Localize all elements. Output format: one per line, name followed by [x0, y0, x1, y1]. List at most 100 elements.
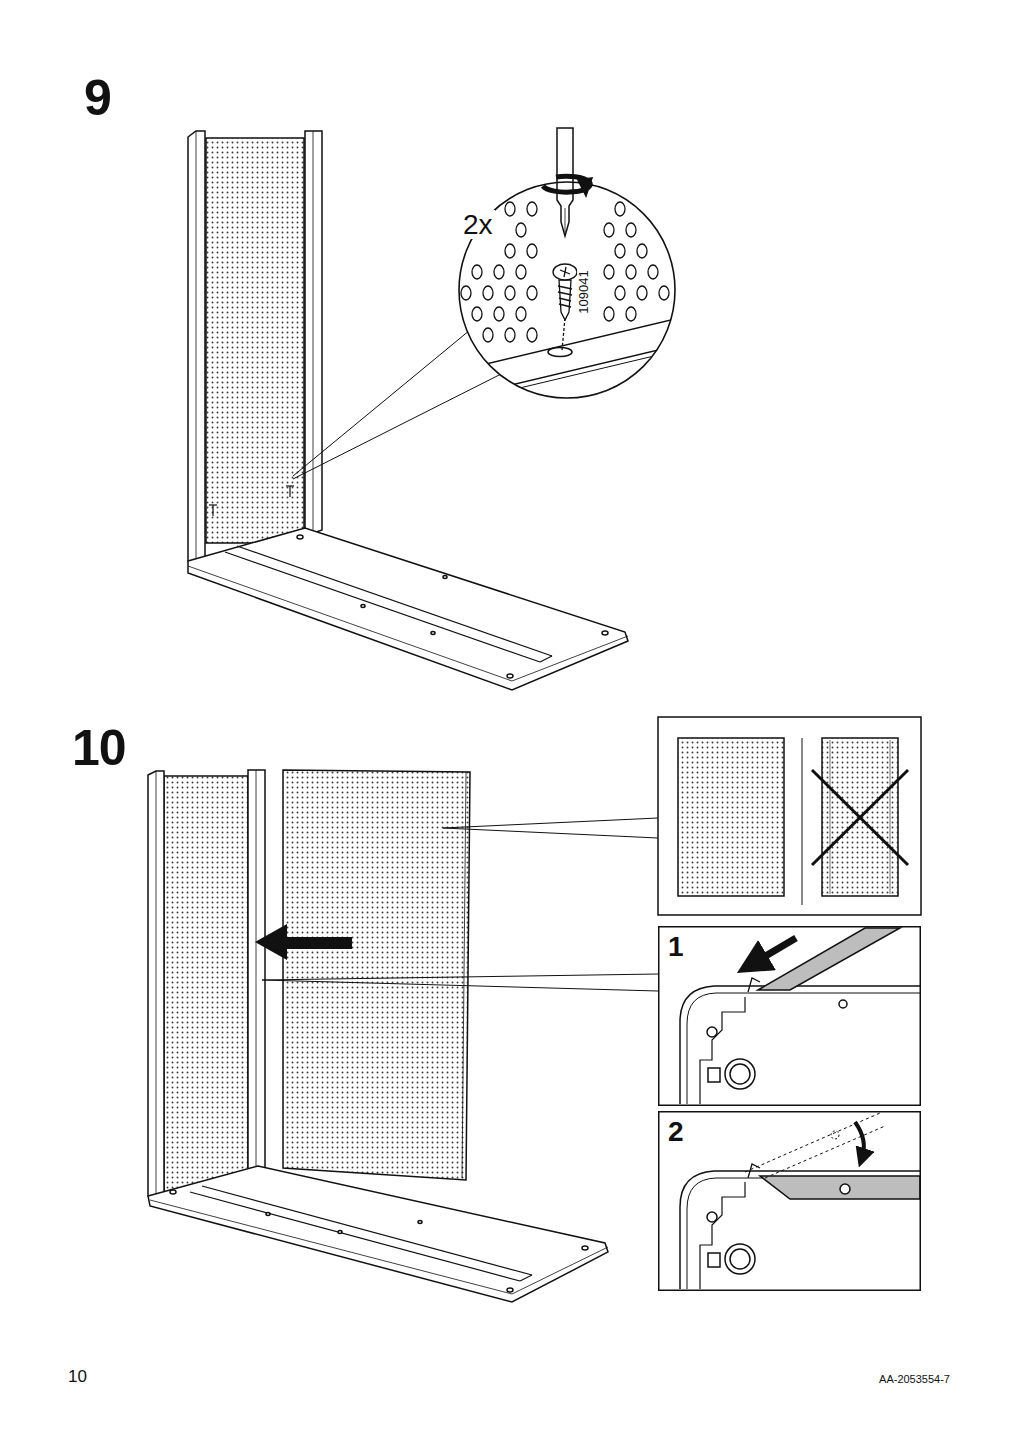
profile-detail [700, 1182, 745, 1289]
base-plate [540, 656, 552, 662]
base-plate [237, 546, 552, 656]
base-plate [338, 1231, 342, 1234]
profile-detail [680, 1171, 920, 1289]
back-panel [206, 138, 304, 543]
base-plate [297, 535, 303, 539]
substep-number: 1 [666, 932, 686, 961]
back-panel [248, 770, 265, 1173]
profile-detail [680, 986, 920, 1104]
back-panel [313, 131, 314, 533]
perforation-hole [648, 265, 658, 279]
back-panel [196, 131, 197, 566]
side-panel [283, 770, 470, 1180]
perforation-hole [637, 244, 647, 258]
base-plate [266, 1213, 270, 1216]
screw-marker [209, 486, 294, 516]
base-plate [520, 1275, 532, 1281]
substep-number: 2 [666, 1117, 686, 1146]
panel-frame [659, 927, 921, 1106]
base-plate [602, 631, 608, 635]
base-plate [188, 566, 512, 681]
back-panel [148, 770, 265, 1199]
back-panel [188, 131, 322, 566]
base-plate [361, 605, 365, 608]
base-plate-edge [440, 340, 700, 402]
profile-detail [831, 1131, 839, 1139]
profile-detail [855, 1122, 864, 1158]
back-panel [164, 776, 248, 1194]
perforation-hole [472, 265, 482, 279]
profile-detail [839, 1000, 847, 1008]
profile-detail [840, 1184, 850, 1194]
perforation-hole [626, 307, 636, 321]
perforation-hole [461, 286, 471, 300]
base-plate [507, 674, 513, 678]
screw [559, 304, 571, 307]
orientation-panel [678, 738, 784, 896]
perforation-hole [505, 286, 515, 300]
base-plate [418, 1221, 422, 1224]
profile-detail [687, 993, 920, 1104]
base-plate [148, 1166, 608, 1302]
profile-detail [730, 1249, 750, 1269]
page-number: 10 [66, 1368, 89, 1386]
step-number: 10 [70, 722, 128, 775]
screw [558, 286, 572, 289]
perforation-hole [527, 244, 537, 258]
quantity-label: 2x [461, 210, 495, 239]
screw-callout: 2x 109041 [457, 180, 677, 400]
perforation-hole [494, 265, 504, 279]
profile-detail [748, 1164, 760, 1178]
back-panel [148, 771, 164, 1199]
base-plate-edge [548, 348, 572, 357]
document-code: AA-2053554-7 [877, 1374, 952, 1386]
profile-detail [707, 1027, 717, 1037]
profile-detail [765, 1126, 885, 1178]
screwdriver [578, 178, 592, 196]
back-panel [256, 770, 257, 1171]
profile-detail [725, 1244, 755, 1274]
perforation-hole [659, 286, 669, 300]
base-plate-edge [440, 313, 700, 407]
screwdriver [565, 208, 566, 232]
panel-frame [658, 926, 921, 1106]
perforation-hole [505, 244, 515, 258]
detail-panel: 1 [658, 926, 921, 1106]
callout-detail [440, 202, 700, 407]
screw [564, 267, 566, 277]
orientation-panel [890, 740, 891, 894]
perforation-hole [626, 265, 636, 279]
part-number: 109041 [577, 268, 591, 315]
profile-detail [708, 1253, 720, 1267]
perforation-hole [516, 223, 526, 237]
screw [553, 264, 577, 350]
orientation-panel [658, 717, 921, 915]
direction-arrow [255, 924, 352, 960]
back-panel [156, 771, 157, 1198]
screw [562, 318, 565, 350]
profile-detail [725, 1059, 755, 1089]
perforation-hole [637, 286, 647, 300]
leader-line [293, 330, 505, 479]
detail-panel: 2 [658, 1111, 921, 1291]
perforation-hole [505, 202, 515, 216]
panel-frame [658, 1111, 921, 1291]
profile-detail [680, 1113, 920, 1289]
side-panel [462, 772, 466, 1178]
profile-detail [730, 1064, 750, 1084]
base-plate [170, 1190, 176, 1194]
screw [553, 264, 577, 280]
base-plate [507, 1288, 513, 1292]
perforation-hole [527, 286, 537, 300]
perforation-hole [604, 223, 614, 237]
profile-detail [700, 997, 745, 1104]
perforation-hole [615, 286, 625, 300]
profile-detail [748, 978, 760, 992]
base-plate [512, 1247, 608, 1294]
screw [558, 292, 572, 295]
perforation-hole [615, 244, 625, 258]
profile-detail [760, 1176, 920, 1199]
perforation-hole [516, 307, 526, 321]
